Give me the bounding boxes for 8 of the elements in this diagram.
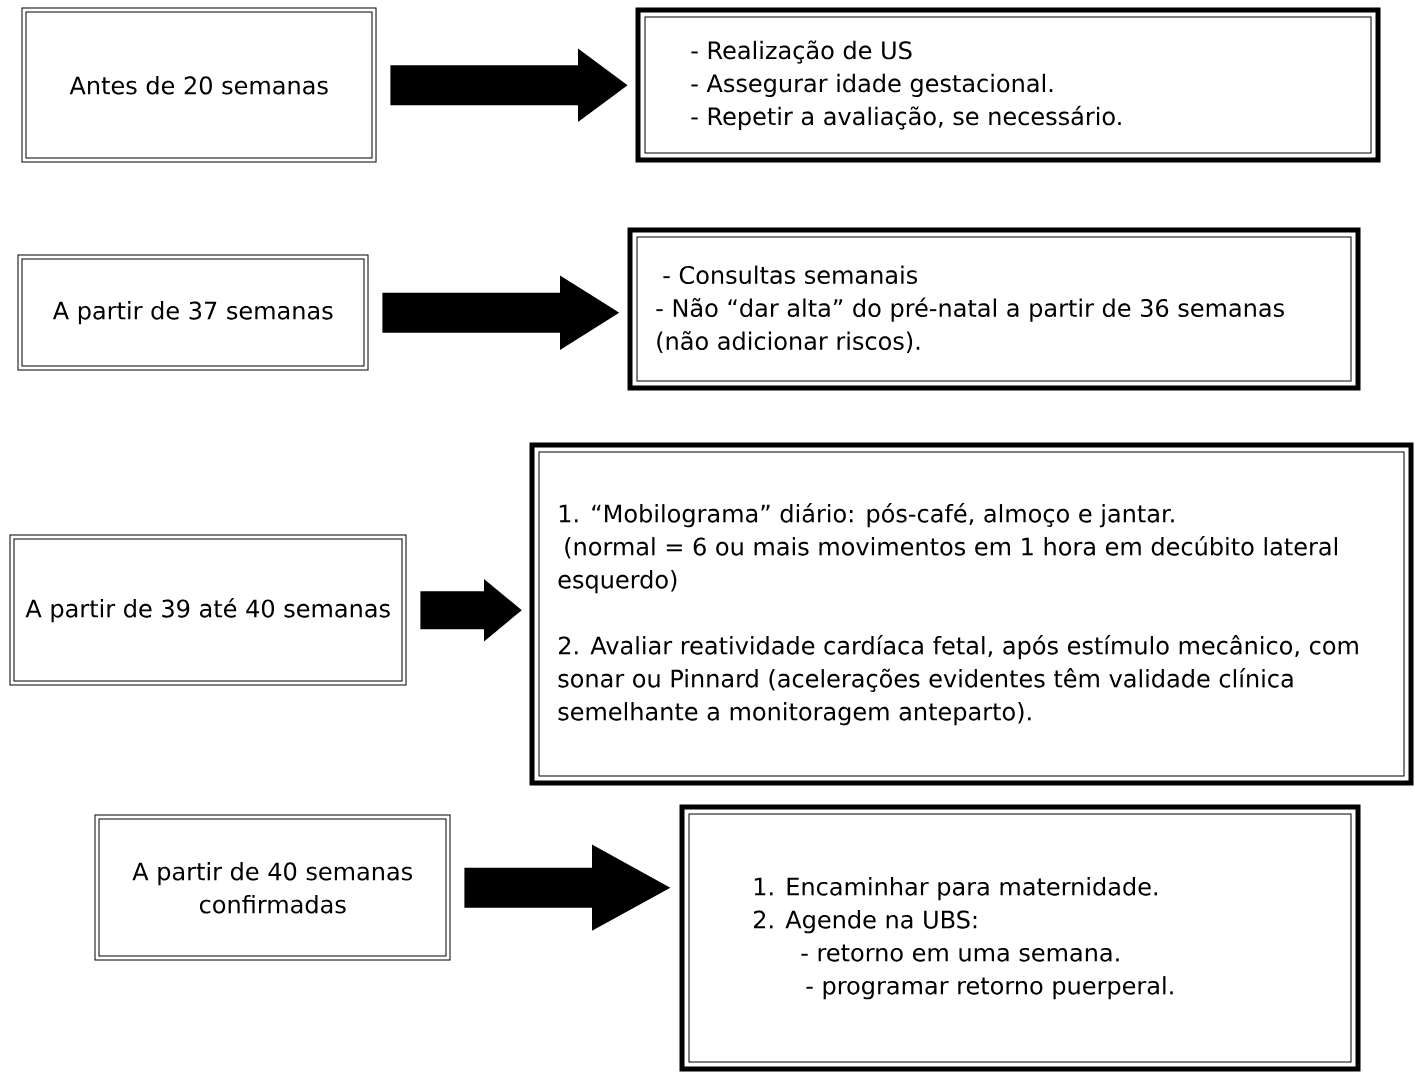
- stage-box: A partir de 40 semanas confirmadas: [94, 814, 451, 961]
- stage-box: A partir de 39 até 40 semanas: [9, 534, 407, 686]
- stage-box: A partir de 37 semanas: [17, 254, 369, 371]
- instruction-box: - Consultas semanais - Não “dar alta” do pré-natal a partir de 36 semanas (não adicionar riscos).: [627, 227, 1361, 391]
- instruction-box: 1. “Mobilograma” diário: pós-café, almoço e jantar. (normal = 6 ou mais movimentos em 1 hora em decúbito lateral esquerdo) 2. Avaliar reatividade cardíaca fetal, após estímulo mecânico, com sonar ou Pinnard (acelerações evidentes têm validade clínica semelhante a monitoragem anteparto).: [529, 442, 1414, 786]
- stage-box: Antes de 20 semanas: [21, 7, 377, 163]
- instruction-box: 1. Encaminhar para maternidade. 2. Agende na UBS: - retorno em uma semana. - programar retorno puerperal.: [679, 804, 1361, 1072]
- instruction-box: - Realização de US - Assegurar idade gestacional. - Repetir a avaliação, se necessário.: [635, 7, 1381, 163]
